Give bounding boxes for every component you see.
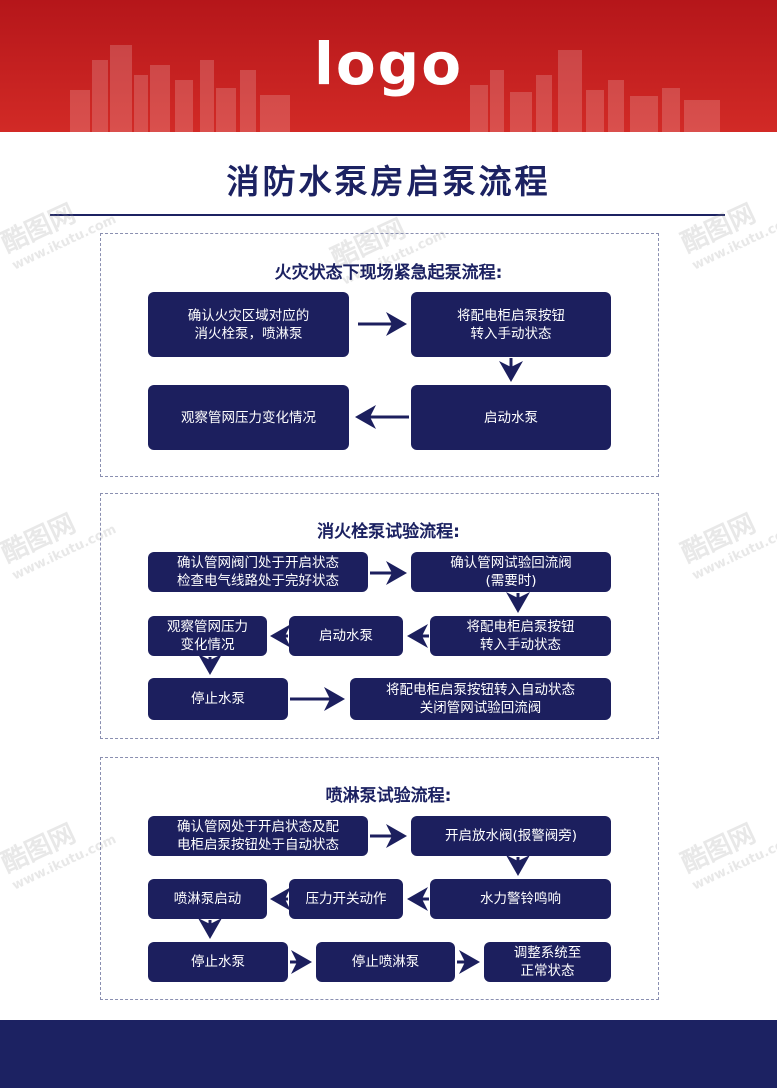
flow-step: 停止水泵 <box>148 942 288 982</box>
section-emergency-start <box>100 233 659 477</box>
flow-step: 确认管网处于开启状态及配 电柜启泵按钮处于自动状态 <box>148 816 368 856</box>
flow-step: 观察管网压力 变化情况 <box>148 616 267 656</box>
logo: logo <box>313 30 464 98</box>
flow-step: 确认管网阀门处于开启状态 检查电气线路处于完好状态 <box>148 552 368 592</box>
flow-step: 停止水泵 <box>148 678 288 720</box>
flow-step: 将配电柜启泵按钮转入自动状态 关闭管网试验回流阀 <box>350 678 611 720</box>
section-hydrant-pump-test <box>100 493 659 739</box>
section-sprinkler-pump-test <box>100 757 659 1000</box>
title-divider <box>50 214 725 216</box>
flow-step: 压力开关动作 <box>289 879 403 919</box>
flow-step: 启动水泵 <box>411 385 611 450</box>
flow-step: 将配电柜启泵按钮 转入手动状态 <box>411 292 611 357</box>
flow-step: 启动水泵 <box>289 616 403 656</box>
section-title: 喷淋泵试验流程: <box>325 786 452 806</box>
flow-step: 开启放水阀(报警阀旁) <box>411 816 611 856</box>
flow-step: 水力警铃鸣响 <box>430 879 611 919</box>
flow-step: 将配电柜启泵按钮 转入手动状态 <box>430 616 611 656</box>
header-banner: logo <box>0 0 777 132</box>
flow-step: 停止喷淋泵 <box>316 942 455 982</box>
flow-step: 喷淋泵启动 <box>148 879 267 919</box>
flow-step: 观察管网压力变化情况 <box>148 385 349 450</box>
page-title: 消防水泵房启泵流程 <box>226 162 551 201</box>
flow-step: 确认火灾区域对应的 消火栓泵，喷淋泵 <box>148 292 349 357</box>
footer-band <box>0 1020 777 1088</box>
section-title: 消火栓泵试验流程: <box>317 522 460 542</box>
flow-step: 确认管网试验回流阀 (需要时) <box>411 552 611 592</box>
flow-step: 调整系统至 正常状态 <box>484 942 611 982</box>
section-title: 火灾状态下现场紧急起泵流程: <box>274 263 503 283</box>
city-skyline-icon <box>70 45 720 132</box>
